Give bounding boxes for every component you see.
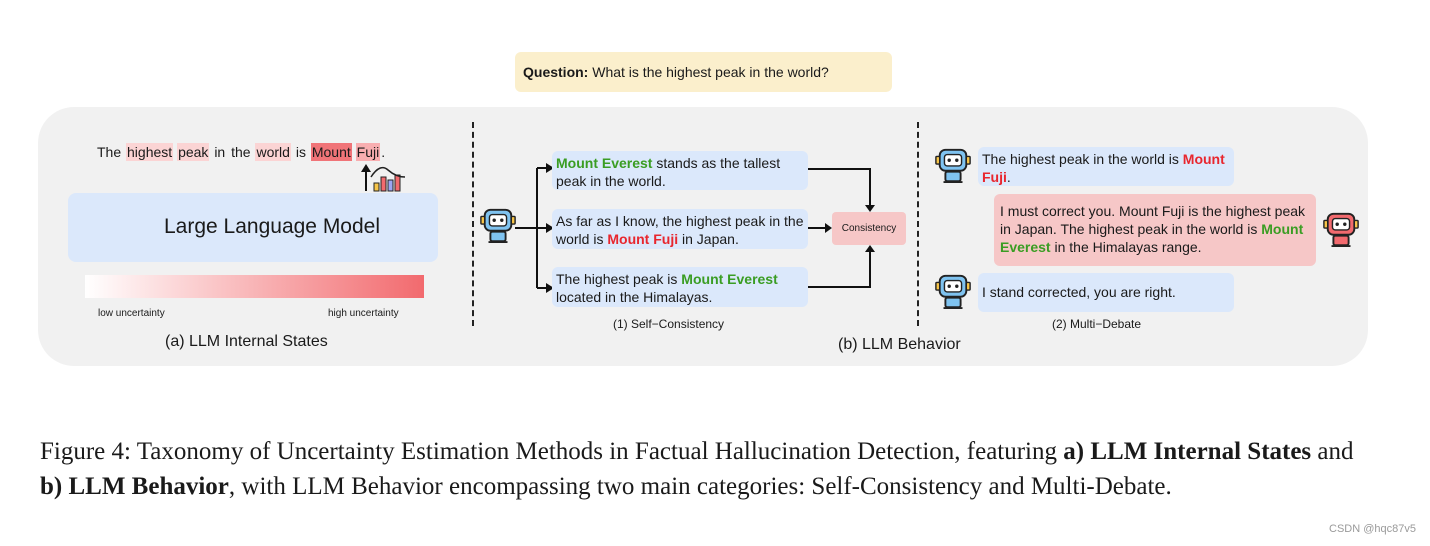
token: highest: [126, 143, 174, 161]
token: the: [231, 144, 251, 160]
debate-message-3: I stand corrected, you are right.: [978, 273, 1234, 312]
text-segment: in the Himalayas range.: [1050, 239, 1202, 255]
figure-caption-bold-a: a) LLM Internal States: [1063, 438, 1312, 465]
highlighted-answer: Mount Fuji: [607, 231, 679, 247]
figure-caption-mid: and: [1311, 438, 1354, 465]
llm-label: Large Language Model: [164, 215, 381, 238]
response-bubble-2: As far as I know, the highest peak in th…: [552, 209, 808, 249]
robot-icon: [480, 208, 516, 244]
text-segment: As far as I know, the highest peak in th…: [556, 213, 804, 247]
token: .: [381, 144, 386, 160]
llm-box: [68, 193, 438, 262]
question-text: What is the highest peak in the world?: [588, 64, 829, 80]
consistency-box: Consistency: [832, 212, 906, 245]
figure-caption-prefix: Figure 4: Taxonomy of Uncertainty Estima…: [40, 438, 1064, 465]
robot-icon: [935, 274, 971, 310]
token: Fuji: [355, 143, 381, 161]
caption-multi-debate: (2) Multi−Debate: [1052, 317, 1142, 331]
high-uncertainty-label: high uncertainty: [328, 308, 399, 319]
token: world: [255, 143, 291, 161]
highlighted-answer: Mount Everest: [1000, 221, 1304, 255]
bar-chart-icon: [370, 166, 406, 192]
highlighted-answer: Mount Everest: [681, 271, 778, 287]
figure-caption-suffix: , with LLM Behavior encompassing two mai…: [228, 473, 1172, 500]
separator-left: [472, 122, 474, 326]
token-sentence: The highest peak in the world is Mount F…: [96, 142, 386, 162]
text-segment: I must correct you. Mount Fuji is the hi…: [1000, 203, 1306, 237]
robot-icon: [1323, 212, 1359, 248]
separator-right: [917, 122, 919, 326]
low-uncertainty-label: low uncertainty: [98, 308, 165, 319]
question-label: Question:: [523, 64, 589, 80]
text-segment: I stand corrected, you are right.: [982, 284, 1176, 300]
question-box: Question: What is the highest peak in th…: [515, 52, 892, 92]
token: is: [295, 144, 306, 160]
debate-message-1: The highest peak in the world is Mount F…: [978, 147, 1234, 186]
robot-icon: [935, 148, 971, 184]
highlighted-answer: Mount Everest: [556, 155, 653, 171]
sc-arrows: [515, 167, 871, 289]
figure-caption-bold-b: b) LLM Behavior: [40, 473, 229, 500]
token: peak: [177, 143, 210, 161]
arrow-up-icon: [361, 164, 371, 191]
debate-message-2: I must correct you. Mount Fuji is the hi…: [994, 194, 1316, 266]
uncertainty-gradient: [85, 275, 424, 298]
text-segment: stands as the tallest peak in the world.: [556, 155, 781, 189]
text-segment: The highest peak is: [556, 271, 682, 287]
text-segment: .: [1006, 169, 1011, 185]
caption-internal-states: (a) LLM Internal States: [165, 333, 328, 350]
response-bubble-1: Mount Everest stands as the tallest peak…: [552, 151, 808, 190]
token: The: [97, 144, 122, 160]
text-segment: located in the Himalayas.: [556, 289, 713, 305]
caption-self-consistency: (1) Self−Consistency: [613, 317, 725, 331]
text-segment: The highest peak in the world is: [982, 151, 1183, 167]
response-bubble-3: The highest peak is Mount Everest locate…: [552, 267, 808, 307]
text-segment: in Japan.: [678, 231, 739, 247]
caption-llm-behavior: (b) LLM Behavior: [838, 336, 961, 353]
figure-caption: Figure 4: Taxonomy of Uncertainty Estima…: [40, 434, 1380, 504]
watermark: CSDN @hqc87v5: [1329, 523, 1416, 535]
token: Mount: [310, 143, 352, 161]
token: in: [214, 144, 226, 160]
highlighted-answer: Mount Fuji: [982, 151, 1225, 185]
